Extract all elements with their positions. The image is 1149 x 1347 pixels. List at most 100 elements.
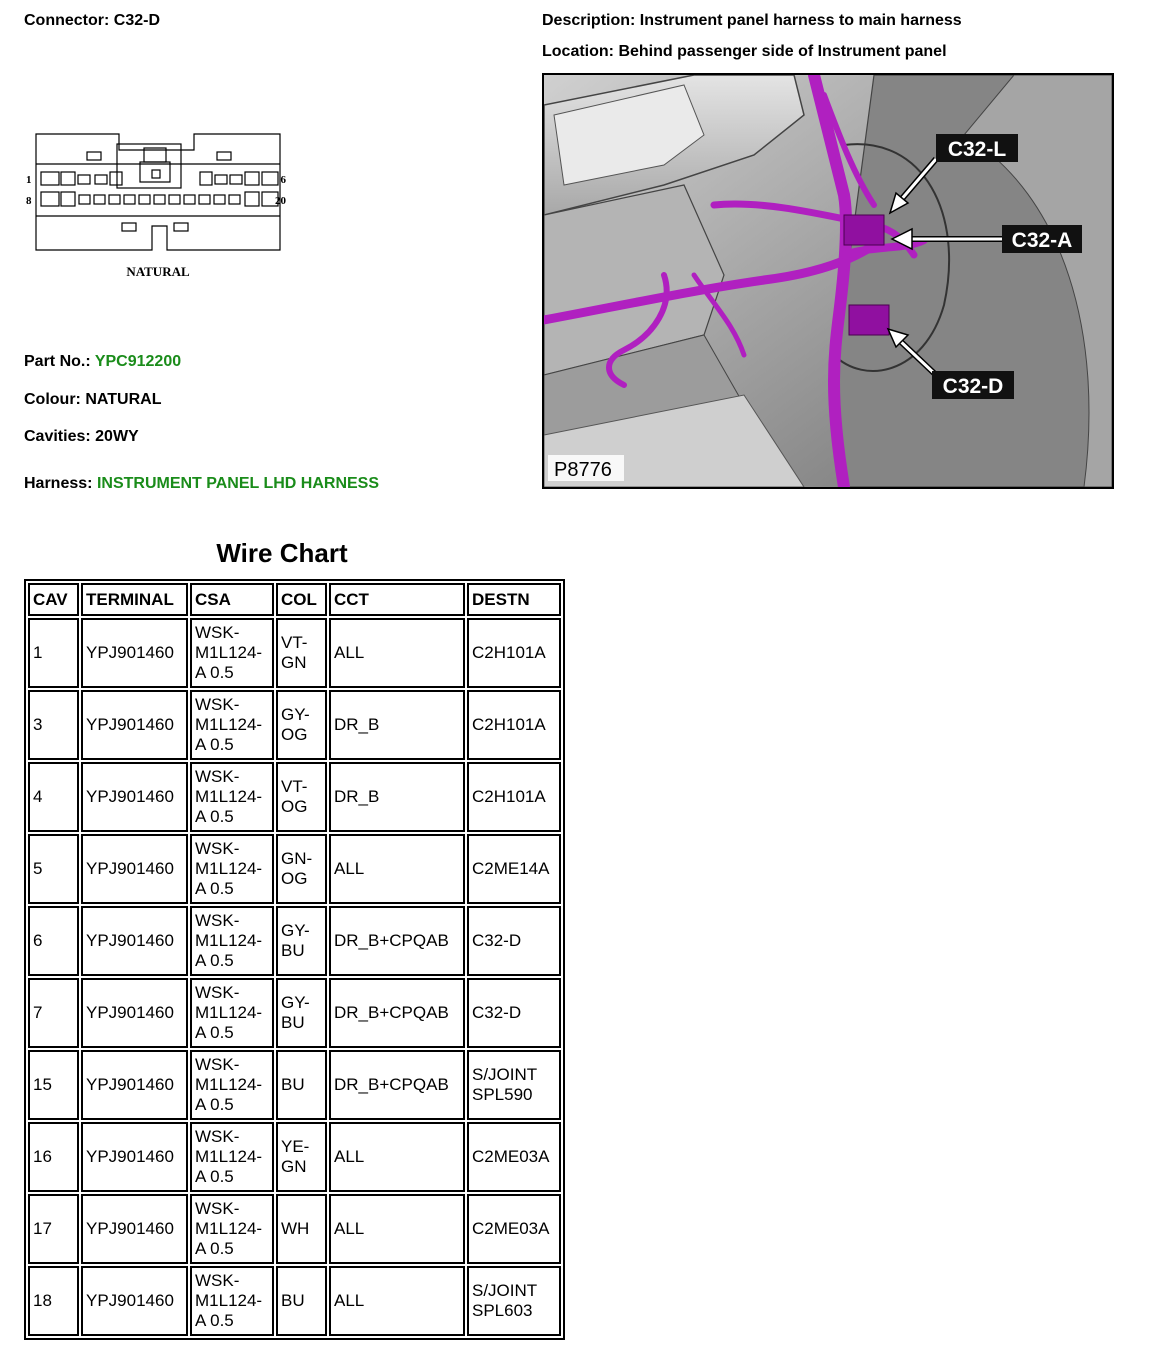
header-cav: CAV [28, 583, 79, 616]
callout-c32-a: C32-A [890, 225, 1082, 253]
cell-col: GY- BU [276, 906, 327, 976]
cell-cav: 17 [28, 1194, 79, 1264]
cell-cav: 6 [28, 906, 79, 976]
cell-cav: 15 [28, 1050, 79, 1120]
cell-cav: 3 [28, 690, 79, 760]
cell-cct: ALL [329, 1122, 465, 1192]
cell-csa: WSK- M1L124- A 0.5 [190, 1050, 274, 1120]
part-no-line: Part No.: YPC912200 [24, 353, 181, 371]
cell-csa: WSK- M1L124- A 0.5 [190, 978, 274, 1048]
cell-col: VT- OG [276, 762, 327, 832]
cell-terminal: YPJ901460 [81, 978, 188, 1048]
cell-cct: DR_B+CPQAB [329, 906, 465, 976]
cell-csa: WSK- M1L124- A 0.5 [190, 618, 274, 688]
description-value: Instrument panel harness to main harness [639, 12, 962, 29]
cell-terminal: YPJ901460 [81, 1050, 188, 1120]
cell-terminal: YPJ901460 [81, 1266, 188, 1336]
cell-csa: WSK- M1L124- A 0.5 [190, 1266, 274, 1336]
cavities-line: Cavities: 20WY [24, 428, 139, 446]
cell-csa: WSK- M1L124- A 0.5 [190, 1194, 274, 1264]
cell-destn: S/JOINT SPL603 [467, 1266, 561, 1336]
callout-c32-l-text: C32-L [948, 138, 1007, 161]
harness-line: Harness: INSTRUMENT PANEL LHD HARNESS [24, 475, 379, 493]
cell-destn: C2ME14A [467, 834, 561, 904]
cell-destn: C2ME03A [467, 1194, 561, 1264]
cell-col: WH [276, 1194, 327, 1264]
cell-terminal: YPJ901460 [81, 690, 188, 760]
cavities-label: Cavities: [24, 428, 91, 445]
cell-destn: S/JOINT SPL590 [467, 1050, 561, 1120]
description-label: Description: [542, 12, 636, 29]
cell-csa: WSK- M1L124- A 0.5 [190, 762, 274, 832]
cell-terminal: YPJ901460 [81, 834, 188, 904]
pin-6-label: 6 [281, 174, 287, 186]
location-label: Location: [542, 43, 614, 60]
cell-destn: C2H101A [467, 618, 561, 688]
cell-cav: 5 [28, 834, 79, 904]
part-no-link[interactable]: YPC912200 [94, 353, 182, 370]
cell-col: GY- OG [276, 690, 327, 760]
table-row: 16 YPJ901460 WSK- M1L124- A 0.5 YE- GN A… [28, 1122, 561, 1192]
header-destn: DESTN [467, 583, 561, 616]
table-row: 3 YPJ901460 WSK- M1L124- A 0.5 GY- OG DR… [28, 690, 561, 760]
colour-label: Colour: [24, 391, 81, 408]
pin-8-label: 8 [26, 195, 32, 207]
header-csa: CSA [190, 583, 274, 616]
cell-cav: 7 [28, 978, 79, 1048]
cell-col: VT- GN [276, 618, 327, 688]
connector-value: C32-D [113, 12, 161, 29]
cell-col: YE- GN [276, 1122, 327, 1192]
description-line: Description: Instrument panel harness to… [542, 12, 962, 30]
callout-c32-d-text: C32-D [943, 375, 1004, 398]
cell-cct: ALL [329, 834, 465, 904]
part-no-label: Part No.: [24, 353, 91, 370]
cell-col: GN- OG [276, 834, 327, 904]
callout-c32-d: C32-D [886, 327, 1014, 399]
cell-csa: WSK- M1L124- A 0.5 [190, 906, 274, 976]
cell-col: GY- BU [276, 978, 327, 1048]
table-row: 17 YPJ901460 WSK- M1L124- A 0.5 WH ALL C… [28, 1194, 561, 1264]
cell-terminal: YPJ901460 [81, 1122, 188, 1192]
table-row: 7 YPJ901460 WSK- M1L124- A 0.5 GY- BU DR… [28, 978, 561, 1048]
cell-cav: 1 [28, 618, 79, 688]
harness-link[interactable]: INSTRUMENT PANEL LHD HARNESS [96, 475, 380, 492]
cell-csa: WSK- M1L124- A 0.5 [190, 1122, 274, 1192]
cavities-value: 20WY [95, 428, 139, 445]
colour-line: Colour: NATURAL [24, 391, 161, 409]
cell-cct: DR_B+CPQAB [329, 1050, 465, 1120]
cell-terminal: YPJ901460 [81, 1194, 188, 1264]
location-line: Location: Behind passenger side of Instr… [542, 43, 947, 61]
cell-terminal: YPJ901460 [81, 618, 188, 688]
header-terminal: TERMINAL [81, 583, 188, 616]
connector-location-photo: C32-L C32-A C32-D P8776 [542, 73, 1114, 489]
connector-label: Connector: [24, 12, 110, 29]
table-row: 18 YPJ901460 WSK- M1L124- A 0.5 BU ALL S… [28, 1266, 561, 1336]
connector-line: Connector: C32-D [24, 12, 160, 30]
cell-destn: C2H101A [467, 762, 561, 832]
diagram-colour-label: NATURAL [126, 264, 190, 279]
wire-chart-header-row: CAV TERMINAL CSA COL CCT DESTN [28, 583, 561, 616]
cell-cct: DR_B [329, 762, 465, 832]
location-value: Behind passenger side of Instrument pane… [618, 43, 947, 60]
table-row: 5 YPJ901460 WSK- M1L124- A 0.5 GN- OG AL… [28, 834, 561, 904]
wire-chart-title: Wire Chart [216, 538, 348, 568]
colour-value: NATURAL [85, 391, 162, 408]
cell-cct: ALL [329, 618, 465, 688]
table-row: 4 YPJ901460 WSK- M1L124- A 0.5 VT- OG DR… [28, 762, 561, 832]
cell-cct: DR_B+CPQAB [329, 978, 465, 1048]
cell-cav: 16 [28, 1122, 79, 1192]
cell-cav: 18 [28, 1266, 79, 1336]
cell-col: BU [276, 1050, 327, 1120]
cell-col: BU [276, 1266, 327, 1336]
header-cct: CCT [329, 583, 465, 616]
cell-terminal: YPJ901460 [81, 762, 188, 832]
table-row: 6 YPJ901460 WSK- M1L124- A 0.5 GY- BU DR… [28, 906, 561, 976]
connector-face-diagram: 1 8 6 20 NATURAL [26, 133, 287, 279]
cell-terminal: YPJ901460 [81, 906, 188, 976]
cell-cct: DR_B [329, 690, 465, 760]
header-col: COL [276, 583, 327, 616]
cell-destn: C32-D [467, 978, 561, 1048]
cell-destn: C2ME03A [467, 1122, 561, 1192]
cell-cav: 4 [28, 762, 79, 832]
wire-chart-table: CAV TERMINAL CSA COL CCT DESTN 1 YPJ9014… [24, 579, 565, 1340]
